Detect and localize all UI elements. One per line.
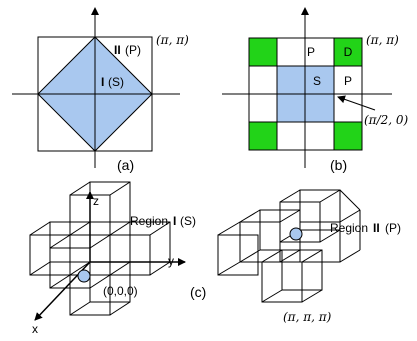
axis-label-y: y: [168, 254, 174, 268]
panel-c: [29, 181, 186, 321]
pi-pi-pi-dot: [289, 227, 303, 241]
caption-a: (a): [117, 157, 134, 173]
region-I-title-prefix: Region: [130, 214, 168, 228]
origin-label: (0,0,0): [103, 284, 138, 298]
axis-label-x: x: [32, 322, 38, 336]
point-label-pi-pi-pi: (π, π, π): [283, 310, 332, 324]
green-cell-bottom-left: [249, 122, 277, 150]
cube-wireframe-region-I: [29, 181, 171, 316]
arrow-pi2-0: [337, 95, 376, 111]
caption-c: (c): [190, 284, 206, 300]
corner-label-b: (π, π): [366, 33, 399, 47]
origin-dot: [77, 269, 91, 283]
cell-S: S: [313, 74, 321, 88]
cell-D: D: [344, 45, 353, 59]
panel-a: (π, π) II (P) I (S) (a): [12, 7, 189, 173]
green-cell-top-right: [334, 38, 362, 66]
cell-P-top: P: [307, 45, 315, 59]
cell-P-right: P: [344, 74, 352, 88]
green-cell-bottom-right: [334, 122, 362, 150]
region-II-title-prefix: Region: [330, 221, 368, 235]
region-I-title-suffix: (S): [180, 214, 196, 228]
region-II-label-a: II: [114, 43, 121, 57]
axis-label-z: z: [93, 194, 99, 208]
region-II-title-suffix: (P): [385, 221, 401, 235]
green-cell-top-left: [249, 38, 277, 66]
region-II-suffix-a: (P): [125, 43, 141, 57]
corner-label-a: (π, π): [156, 33, 189, 47]
region-I-suffix-a: (S): [108, 75, 124, 89]
cube-wireframe-region-II: [217, 189, 361, 303]
region-I-label-a: I: [101, 75, 104, 89]
caption-b: (b): [330, 157, 347, 173]
region-I-title-roman: I: [173, 214, 176, 228]
arrow-label-b: (π/2, 0): [364, 113, 409, 127]
region-II-title-roman: II: [373, 221, 380, 235]
panel-b: P D S P (π, π) (π/2, 0) (b): [222, 7, 409, 173]
